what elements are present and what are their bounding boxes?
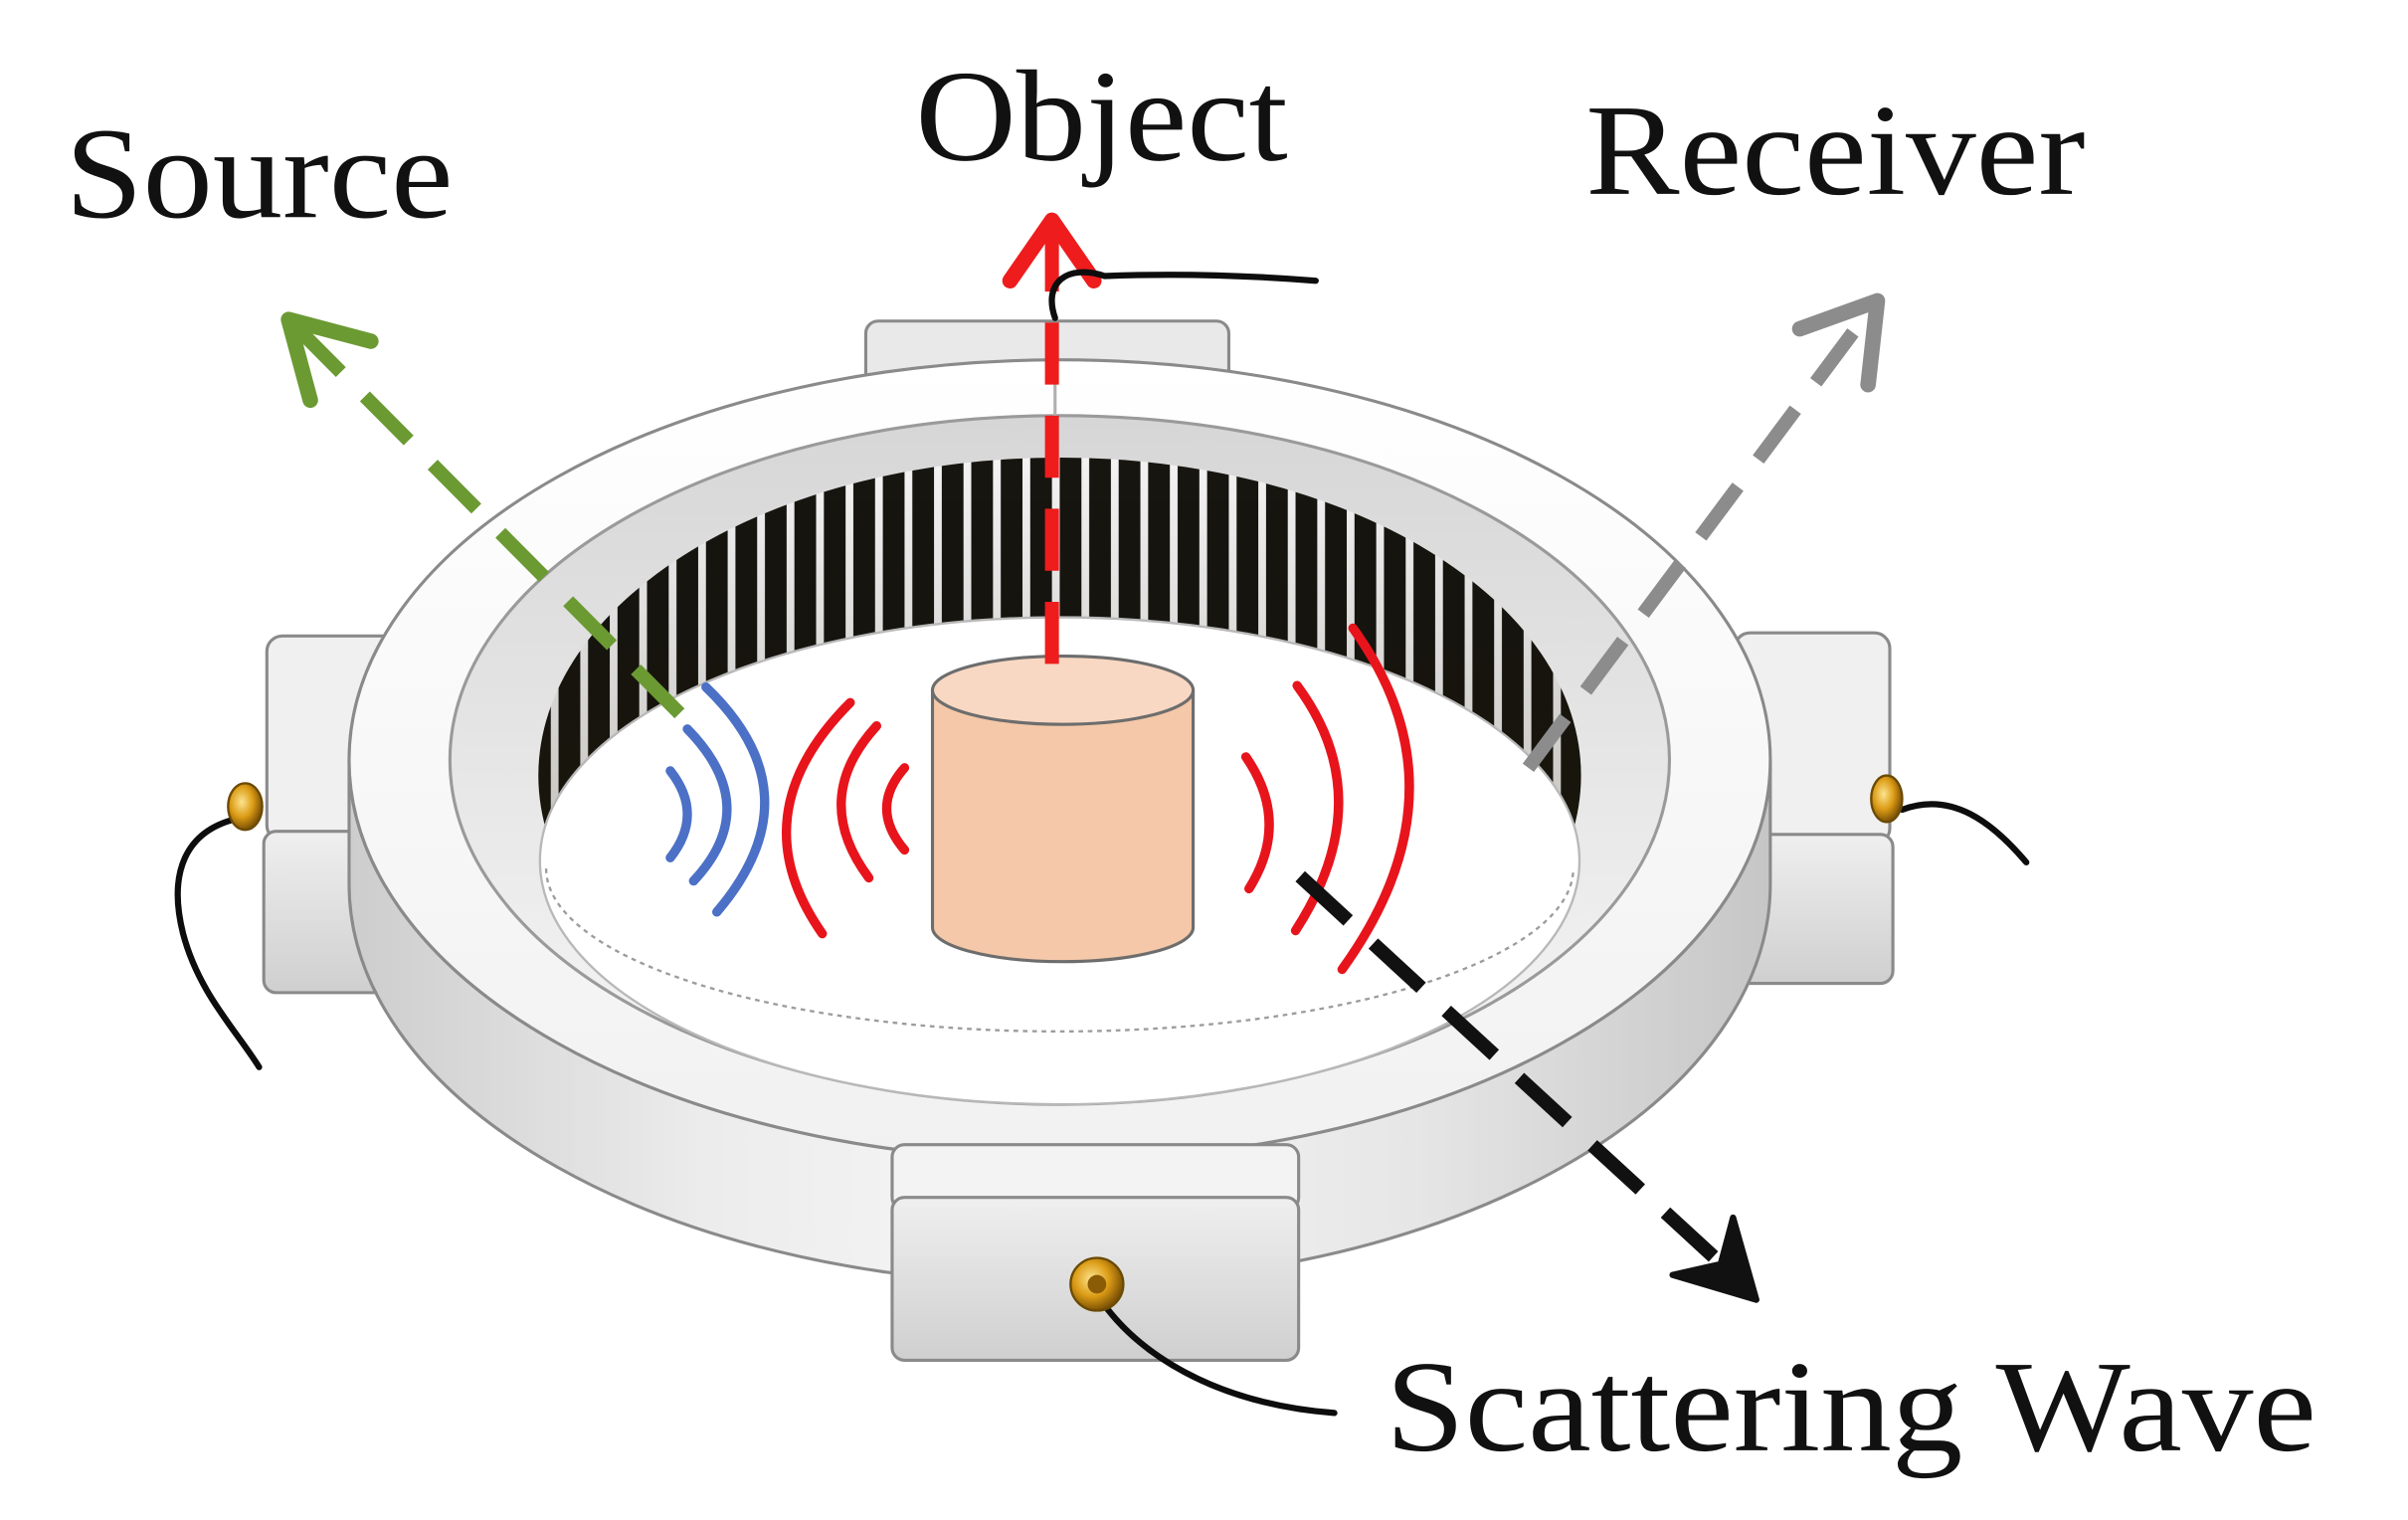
bottom-mount-block [890,1143,1301,1362]
scattering-wave-arrowhead [1669,1214,1760,1303]
left-connector [227,782,264,832]
object-cylinder [930,654,1196,964]
source-label: Source [66,101,454,246]
right-connector [1870,774,1904,824]
object-arrow [1002,212,1102,665]
cylinder-top [930,654,1196,726]
scattered-wave-arc-left [782,697,855,939]
receiver-arrow [1522,292,1886,772]
incident-wave-arc [701,682,770,917]
incident-wave-arc [682,724,732,886]
receiver-arrowhead [1791,292,1886,393]
bottom-connector [1069,1256,1125,1312]
incident-wave-arcs [665,682,770,917]
source-arrow [280,311,685,719]
receiver-label: Receiver [1585,79,2085,223]
bottom-cable [1095,1293,1338,1417]
floor-edge-line [544,868,1574,1034]
object-label: Object [915,45,1287,189]
object-arrowhead [1002,212,1102,289]
scattering-wave-label: Scattering Wave [1386,1335,2316,1479]
cylinder-body [930,688,1196,964]
scattered-wave-arc-right [1337,623,1414,975]
source-arrowhead [280,311,379,409]
left-cable [174,816,263,1070]
scattering-wave-arrow [1295,870,1760,1303]
top-cable [1048,269,1319,321]
scattered-wave-arc-left [836,721,882,883]
scattered-wave-arcs [782,623,1414,975]
scattered-wave-arc-right [1240,752,1274,894]
right-cable [1899,801,2030,866]
scattered-wave-arc-left [881,763,910,855]
incident-wave-arc [665,766,692,862]
